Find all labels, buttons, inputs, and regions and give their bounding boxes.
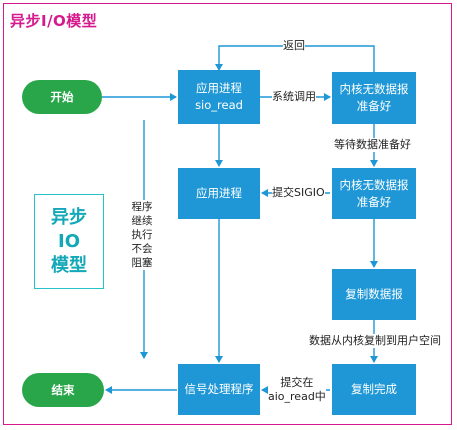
signal-handler-node: 信号处理程序 [178, 364, 260, 415]
kernel-not-ready-node-2: 内核无数据报 准备好 [332, 168, 416, 219]
label-syscall: 系统调用 [272, 90, 316, 104]
label-program-continues: 程序 继续 执行 不会 阻塞 [126, 200, 158, 270]
copy-datagram-node: 复制数据报 [332, 269, 416, 320]
diagram-title: 异步I/O模型 [10, 12, 98, 30]
end-node: 结束 [22, 373, 104, 407]
label-copy-kernel-to-user: 数据从内核复制到用户空间 [309, 334, 441, 348]
label-submit-sigio: 提交SIGIO [272, 186, 325, 200]
start-node: 开始 [22, 80, 102, 114]
label-submit-in-aio-read: 提交在 aio_read中 [268, 376, 326, 404]
copy-done-node: 复制完成 [332, 364, 416, 415]
app-process-node: 应用进程 [178, 168, 260, 219]
async-io-model-label: 异步 IO 模型 [51, 206, 87, 276]
label-return: 返回 [283, 39, 305, 53]
kernel-not-ready-node-1: 内核无数据报 准备好 [332, 72, 416, 124]
async-io-model-label-box: 异步 IO 模型 [34, 194, 104, 289]
app-sio-read-node: 应用进程 sio_read [178, 70, 260, 124]
label-wait-ready: 等待数据准备好 [334, 138, 411, 152]
